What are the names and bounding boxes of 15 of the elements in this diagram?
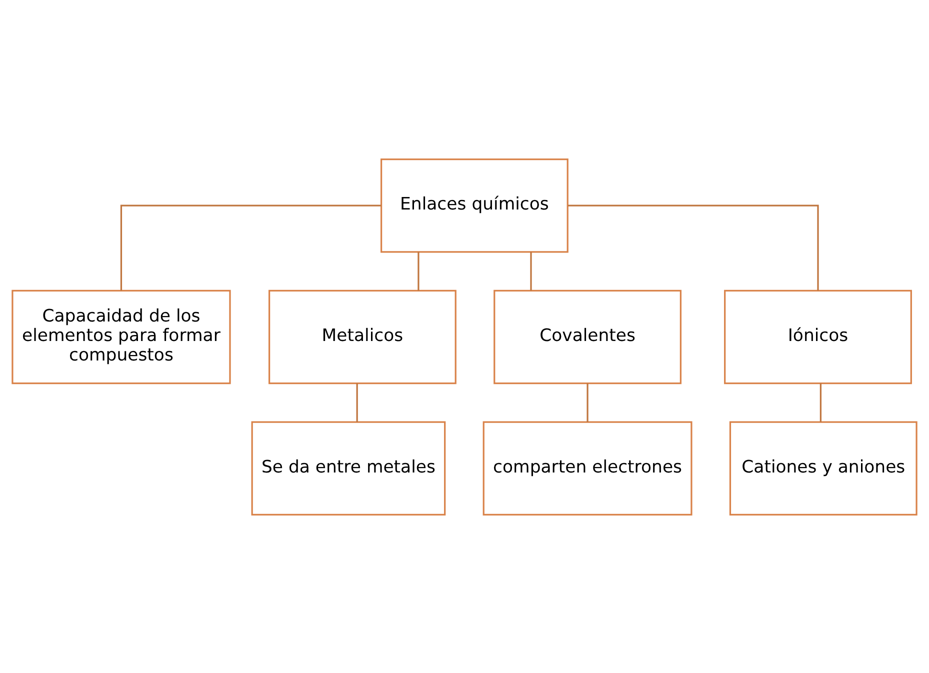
connector (586, 382, 588, 422)
node-box: Cationes y aniones (729, 420, 918, 515)
node-box: Covalentes (494, 289, 682, 384)
connector (568, 204, 819, 290)
connector (418, 251, 420, 290)
node-box: Enlaces químicos (380, 158, 568, 252)
node-box: Se da entre metales (251, 420, 446, 515)
node-box: Capacaidad de los elementos para formar compuestos (12, 289, 231, 384)
connector (356, 382, 358, 422)
node-box: comparten electrones (482, 420, 692, 515)
connector (120, 204, 382, 290)
node-box: Metalicos (268, 289, 456, 384)
connector (530, 251, 532, 290)
connector (820, 382, 822, 422)
node-box: Iónicos (724, 289, 912, 384)
